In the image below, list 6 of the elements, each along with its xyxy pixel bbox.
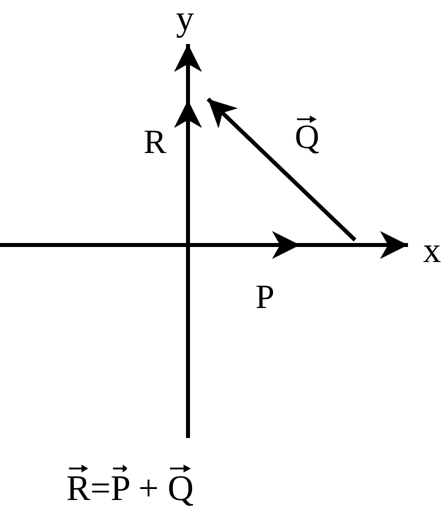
axis-label: y xyxy=(176,0,194,36)
vector-label: P xyxy=(256,281,274,315)
vector-label: R xyxy=(144,126,166,160)
equation: R=P + Q xyxy=(66,470,194,506)
vector-label: Q xyxy=(294,121,320,155)
axis-label: x xyxy=(423,232,441,268)
